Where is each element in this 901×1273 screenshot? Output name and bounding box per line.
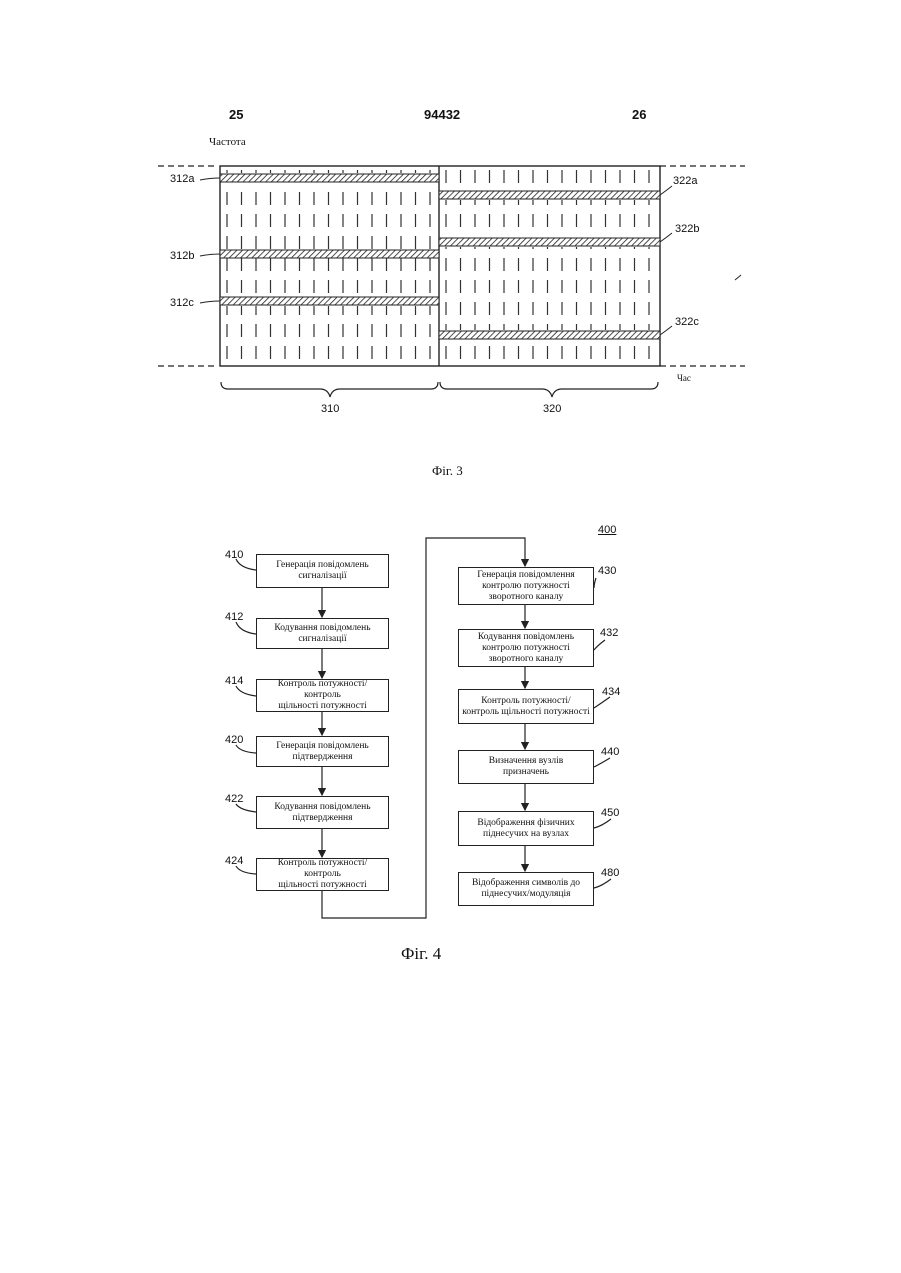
step-424: Контроль потужності/контроль щільності п… bbox=[256, 858, 389, 891]
num-434: 434 bbox=[602, 686, 620, 698]
fig4-connectors bbox=[0, 0, 901, 1000]
step-440: Визначення вузлів призначень bbox=[458, 750, 594, 784]
num-414: 414 bbox=[225, 675, 243, 687]
num-424: 424 bbox=[225, 855, 243, 867]
num-420: 420 bbox=[225, 734, 243, 746]
step-414: Контроль потужності/контроль щільності п… bbox=[256, 679, 389, 712]
num-440: 440 bbox=[601, 746, 619, 758]
num-412: 412 bbox=[225, 611, 243, 623]
num-422: 422 bbox=[225, 793, 243, 805]
step-410: Генерація повідомлень сигналізації bbox=[256, 554, 389, 588]
fig4-caption: Фіг. 4 bbox=[401, 944, 441, 964]
num-432: 432 bbox=[600, 627, 618, 639]
step-434: Контроль потужності/ контроль щільності … bbox=[458, 689, 594, 724]
step-432: Кодування повідомлень контролю потужност… bbox=[458, 629, 594, 667]
step-422: Кодування повідомлень підтвердження bbox=[256, 796, 389, 829]
num-450: 450 bbox=[601, 807, 619, 819]
num-430: 430 bbox=[598, 565, 616, 577]
step-420: Генерація повідомлень підтвердження bbox=[256, 736, 389, 767]
num-410: 410 bbox=[225, 549, 243, 561]
step-480: Відображення символів до піднесучих/моду… bbox=[458, 872, 594, 906]
step-412: Кодування повідомлень сигналізації bbox=[256, 618, 389, 649]
step-430: Генерація повідомлення контролю потужнос… bbox=[458, 567, 594, 605]
step-450: Відображення фізичних піднесучих на вузл… bbox=[458, 811, 594, 846]
num-480: 480 bbox=[601, 867, 619, 879]
